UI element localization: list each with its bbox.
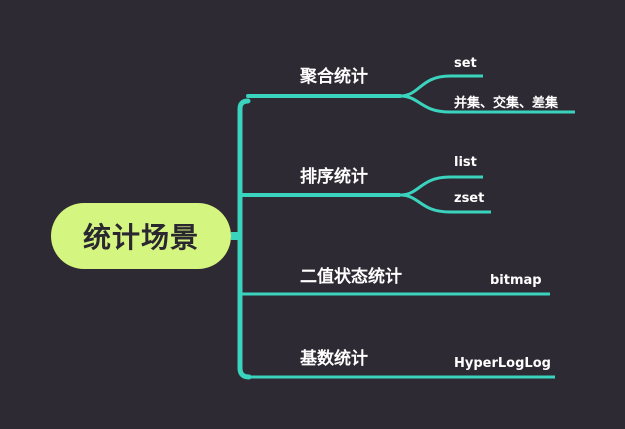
leaf-set-operations[interactable]: 并集、交集、差集 [454, 96, 559, 111]
root-node[interactable]: 统计场景 [51, 203, 231, 269]
leaf-hyperloglog[interactable]: HyperLogLog [454, 356, 551, 371]
leaf-bitmap[interactable]: bitmap [490, 273, 542, 288]
branch-cardinality-stats[interactable]: 基数统计 [300, 349, 368, 369]
branch-sort-stats[interactable]: 排序统计 [300, 167, 368, 187]
branch-aggregate-stats[interactable]: 聚合统计 [300, 67, 368, 87]
leaf-line-set-ops [399, 94, 575, 114]
leaf-line-zset [399, 193, 491, 214]
branch-binary-state-stats[interactable]: 二值状态统计 [300, 267, 402, 287]
leaf-list[interactable]: list [454, 155, 477, 170]
root-label: 统计场景 [82, 221, 199, 254]
leaf-zset[interactable]: zset [454, 191, 485, 206]
leaf-set[interactable]: set [454, 56, 477, 71]
trunk-line [237, 98, 252, 380]
